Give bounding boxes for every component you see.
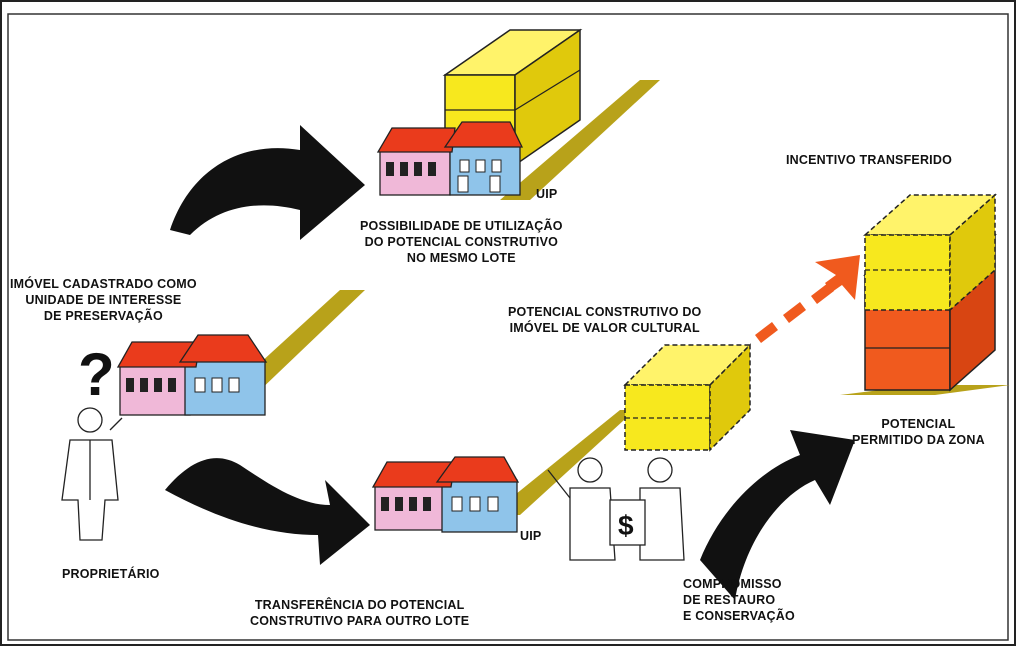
label-possibilidade-line3: NO MESMO LOTE <box>406 251 516 265</box>
bottom-scene <box>371 410 635 533</box>
label-transferencia-line2: CONSTRUTIVO PARA OUTRO LOTE <box>250 614 470 628</box>
label-imovel-line1: IMÓVEL CADASTRADO COMO <box>10 277 197 291</box>
top-house <box>376 121 524 196</box>
arrow-down-curve <box>165 458 370 565</box>
label-compromisso-line1: COMPROMISSO <box>683 577 782 591</box>
label-possibilidade-line2: DO POTENCIAL CONSTRUTIVO <box>364 235 559 249</box>
label-compromisso: COMPROMISSO DE RESTAURO E CONSERVAÇÃO <box>683 576 795 624</box>
label-potencial-zona: POTENCIAL PERMITIDO DA ZONA <box>852 416 985 448</box>
label-proprietario: PROPRIETÁRIO <box>62 567 160 581</box>
label-compromisso-line3: E CONSERVAÇÃO <box>683 609 795 623</box>
uip-label-top: UIP <box>536 187 558 201</box>
left-house <box>116 334 268 416</box>
owner-figure-icon <box>61 407 123 541</box>
label-potencial-zona-line1: POTENCIAL <box>881 417 956 431</box>
top-lot <box>500 80 660 200</box>
workers-figure-icon <box>547 457 685 561</box>
label-possibilidade: POSSIBILIDADE DE UTILIZAÇÃO DO POTENCIAL… <box>360 218 563 266</box>
bottom-house <box>371 456 520 533</box>
label-imovel-line3: DE PRESERVAÇÃO <box>43 309 163 323</box>
left-scene <box>116 290 365 416</box>
cultural-potential-box <box>623 343 752 452</box>
label-possibilidade-line1: POSSIBILIDADE DE UTILIZAÇÃO <box>360 219 563 233</box>
arrow-right-curve <box>700 430 855 600</box>
uip-label-bottom: UIP <box>520 529 542 543</box>
bottom-lot <box>490 410 635 515</box>
label-compromisso-line2: DE RESTAURO <box>683 593 776 607</box>
question-mark-icon: ? <box>78 341 115 408</box>
svg-text:$: $ <box>618 510 634 541</box>
label-potencial-cultural: POTENCIAL CONSTRUTIVO DO IMÓVEL DE VALOR… <box>508 304 701 336</box>
dollar-sign-icon: $ <box>618 510 634 541</box>
top-scene <box>376 28 660 200</box>
label-potencial-cultural-line1: POTENCIAL CONSTRUTIVO DO <box>508 305 702 319</box>
label-transferencia: TRANSFERÊNCIA DO POTENCIAL CONSTRUTIVO P… <box>250 597 469 629</box>
label-incentivo: INCENTIVO TRANSFERIDO <box>786 153 953 167</box>
transfer-dashed-arrow <box>755 255 860 343</box>
arrow-up-curve <box>170 125 365 240</box>
frame-border-inner <box>7 13 1009 641</box>
zone-tower <box>840 193 1010 395</box>
label-transferencia-line1: TRANSFERÊNCIA DO POTENCIAL <box>254 598 465 612</box>
label-imovel-line2: UNIDADE DE INTERESSE <box>25 293 182 307</box>
label-potencial-zona-line2: PERMITIDO DA ZONA <box>852 433 985 447</box>
label-imovel: IMÓVEL CADASTRADO COMO UNIDADE DE INTERE… <box>10 276 197 324</box>
label-potencial-cultural-line2: IMÓVEL DE VALOR CULTURAL <box>509 321 700 335</box>
svg-text:?: ? <box>78 341 115 408</box>
